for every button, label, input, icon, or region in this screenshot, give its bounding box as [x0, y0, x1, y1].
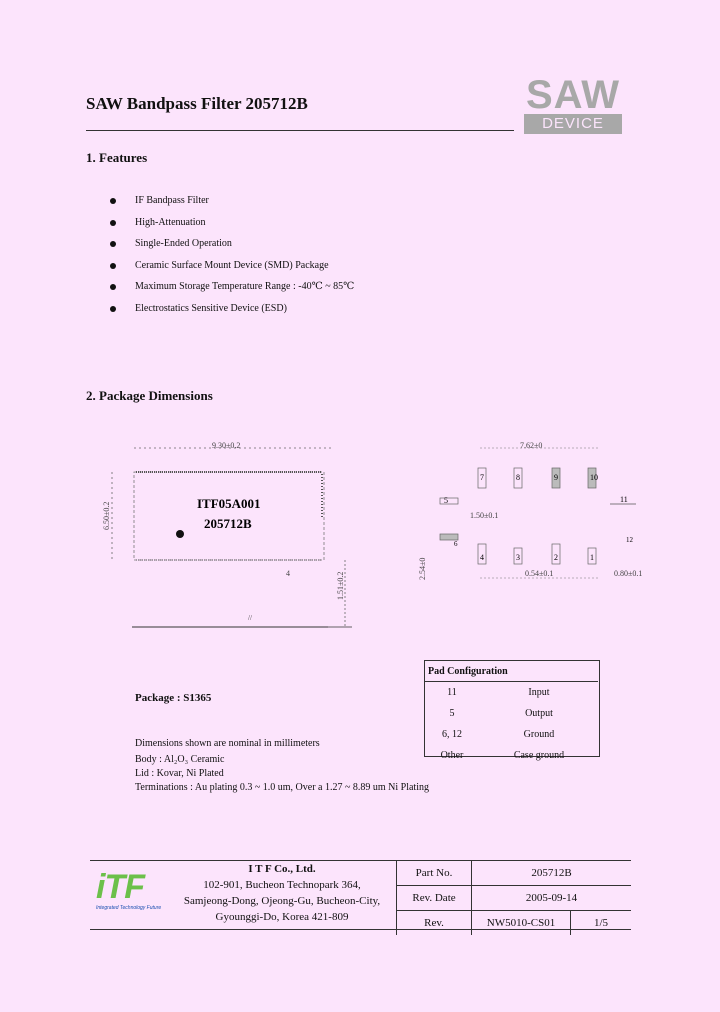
dim-label-pad-offset: 1.50±0.1: [470, 511, 498, 520]
address-line: 102-901, Bucheon Technopark 364,: [203, 879, 361, 891]
bullet-icon: [110, 241, 116, 248]
dim-label-thickness: 1.51±0.2: [336, 572, 345, 600]
pad-label-2: 2: [554, 553, 558, 562]
dim-label-pad-pitch-v: 2.54±0: [418, 558, 427, 580]
feature-item: High-Attenuation: [110, 215, 354, 237]
itf-logo: iTF Integrated Technology Future: [96, 869, 168, 925]
page-title: SAW Bandpass Filter 205712B: [86, 94, 308, 113]
pad-8: [513, 467, 523, 489]
pad-1: [587, 547, 597, 565]
saw-device-logo: SAW DEVICE: [524, 73, 622, 134]
logo-saw-text: SAW: [525, 73, 621, 117]
itf-logo-tagline: Integrated Technology Future: [96, 905, 162, 911]
rev-date-label: Rev. Date: [396, 885, 472, 911]
package-notes: Dimensions shown are nominal in millimet…: [135, 737, 429, 795]
part-no-label: Part No.: [396, 861, 472, 886]
note-line: Dimensions shown are nominal in millimet…: [135, 738, 320, 749]
pad-config-box: [424, 660, 600, 757]
bullet-icon: [110, 219, 116, 226]
note-line: Lid : Kovar, Ni Plated: [135, 768, 224, 779]
pad-config-heading: Pad Configuration: [424, 661, 598, 682]
bottom-pin-label: 4: [286, 569, 290, 578]
footer-block: iTF Integrated Technology Future I T F C…: [90, 860, 631, 935]
pad-label-10: 10: [590, 473, 598, 482]
rev-date-value: 2005-09-14: [471, 885, 631, 911]
pad-label-7: 7: [480, 473, 484, 482]
pad-label-11: 11: [620, 495, 628, 504]
page-number: 1/5: [570, 910, 631, 935]
pad-6: [439, 533, 459, 541]
document-info-table: Part No. 205712B Rev. Date 2005-09-14 Re…: [396, 861, 631, 935]
pad-2: [551, 543, 561, 565]
company-address: I T F Co., Ltd. 102-901, Bucheon Technop…: [168, 861, 396, 925]
package-marking-line1: ITF05A001: [197, 496, 261, 511]
dim-label-height: 6.50±0.2: [102, 502, 111, 530]
title-divider: [86, 130, 514, 131]
bullet-icon: [110, 305, 116, 312]
feature-item: Single-Ended Operation: [110, 236, 354, 258]
bullet-icon: [110, 262, 116, 269]
dim-label-pad-width: 0.54±0.1: [525, 569, 553, 578]
feature-item: Maximum Storage Temperature Range : -40℃…: [110, 279, 354, 301]
pad-7: [477, 467, 487, 489]
dim-label-pad-edge: 0.80±0.1: [614, 569, 642, 578]
address-line: Samjeong-Dong, Ojeong-Gu, Bucheon-City,: [183, 895, 381, 907]
side-view-mark: //: [248, 614, 252, 622]
pad-5: [439, 497, 459, 505]
feature-item: Electrostatics Sensitive Device (ESD): [110, 301, 354, 323]
note-line: Terminations : Au plating 0.3 ~ 1.0 um, …: [135, 782, 429, 793]
package-marking-line2: 205712B: [204, 516, 252, 531]
package-dimension-drawing: 9.30±0.2 6.50±0.2 ITF05A001 205712B // 1…: [102, 441, 642, 628]
dim-label-width: 9.30±0.2: [212, 441, 240, 450]
pad-label-8: 8: [516, 473, 520, 482]
part-no-value: 205712B: [471, 861, 631, 886]
features-heading: 1. Features: [86, 150, 148, 165]
pad-label-9: 9: [554, 473, 558, 482]
company-name: I T F Co., Ltd.: [248, 863, 316, 875]
note-line: Body : Al₂O₃ Ceramic: [135, 754, 225, 765]
pad-4: [477, 543, 487, 565]
pad-label-3: 3: [516, 553, 520, 562]
package-heading: 2. Package Dimensions: [86, 388, 213, 403]
dim-label-pad-span: 7.62±0: [520, 441, 542, 450]
pad-label-5: 5: [444, 496, 448, 505]
itf-logo-text: iTF: [96, 868, 145, 906]
bullet-icon: [110, 198, 116, 204]
pad-label-12: 12: [626, 536, 634, 544]
pin1-indicator-dot: [176, 530, 184, 538]
logo-device-text: DEVICE: [524, 114, 622, 134]
features-list: IF Bandpass Filter High-Attenuation Sing…: [110, 193, 354, 323]
bullet-icon: [110, 284, 116, 291]
pad-9: [551, 467, 561, 489]
feature-item: IF Bandpass Filter: [110, 193, 354, 215]
pad-label-4: 4: [480, 553, 484, 562]
pad-3: [513, 547, 523, 565]
package-type-label: Package : S1365: [135, 692, 212, 704]
pad-label-1: 1: [590, 553, 594, 562]
address-line: Gyounggi-Do, Korea 421-809: [215, 911, 349, 923]
feature-item: Ceramic Surface Mount Device (SMD) Packa…: [110, 258, 354, 280]
pad-10: [587, 467, 597, 489]
pad-label-6: 6: [454, 540, 458, 548]
rev-label: Rev.: [396, 910, 472, 935]
rev-value: NW5010-CS01: [471, 910, 571, 935]
